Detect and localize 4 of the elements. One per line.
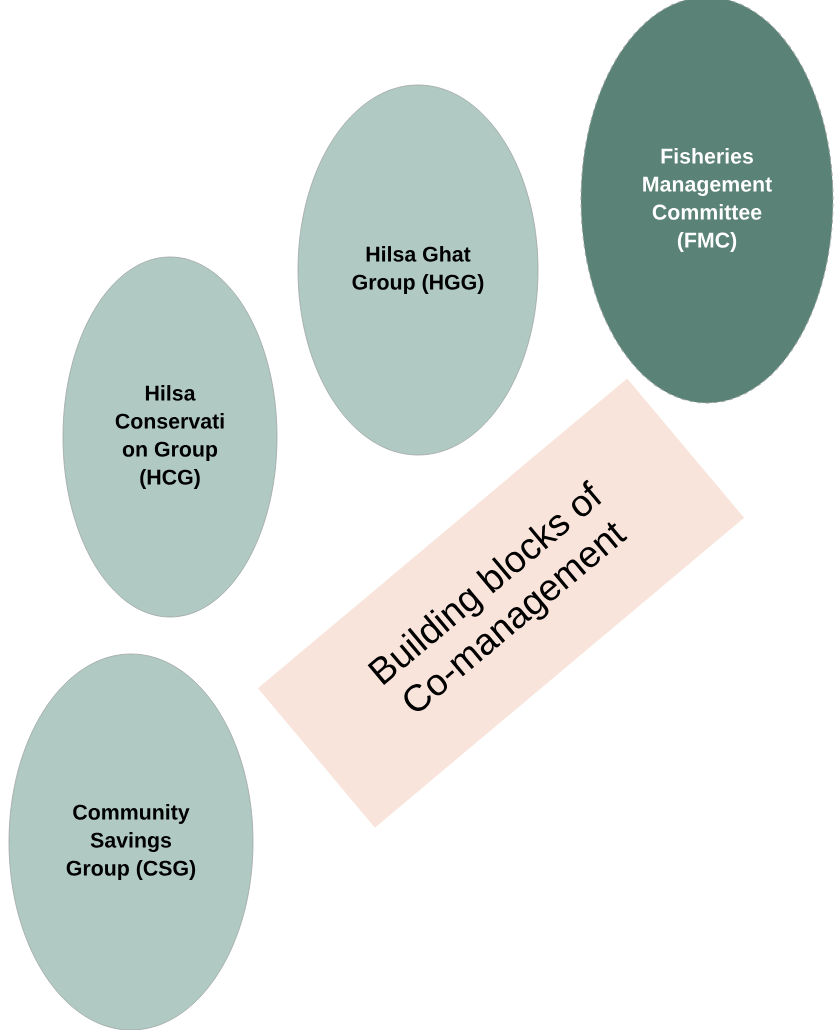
- ellipse-node: Hilsa Conservati on Group (HCG): [62, 256, 278, 618]
- ellipse-node: Fisheries Management Committee (FMC): [580, 0, 834, 404]
- ellipse-node: Hilsa Ghat Group (HGG): [297, 84, 539, 456]
- ellipse-node: Community Savings Group (CSG): [8, 653, 254, 1030]
